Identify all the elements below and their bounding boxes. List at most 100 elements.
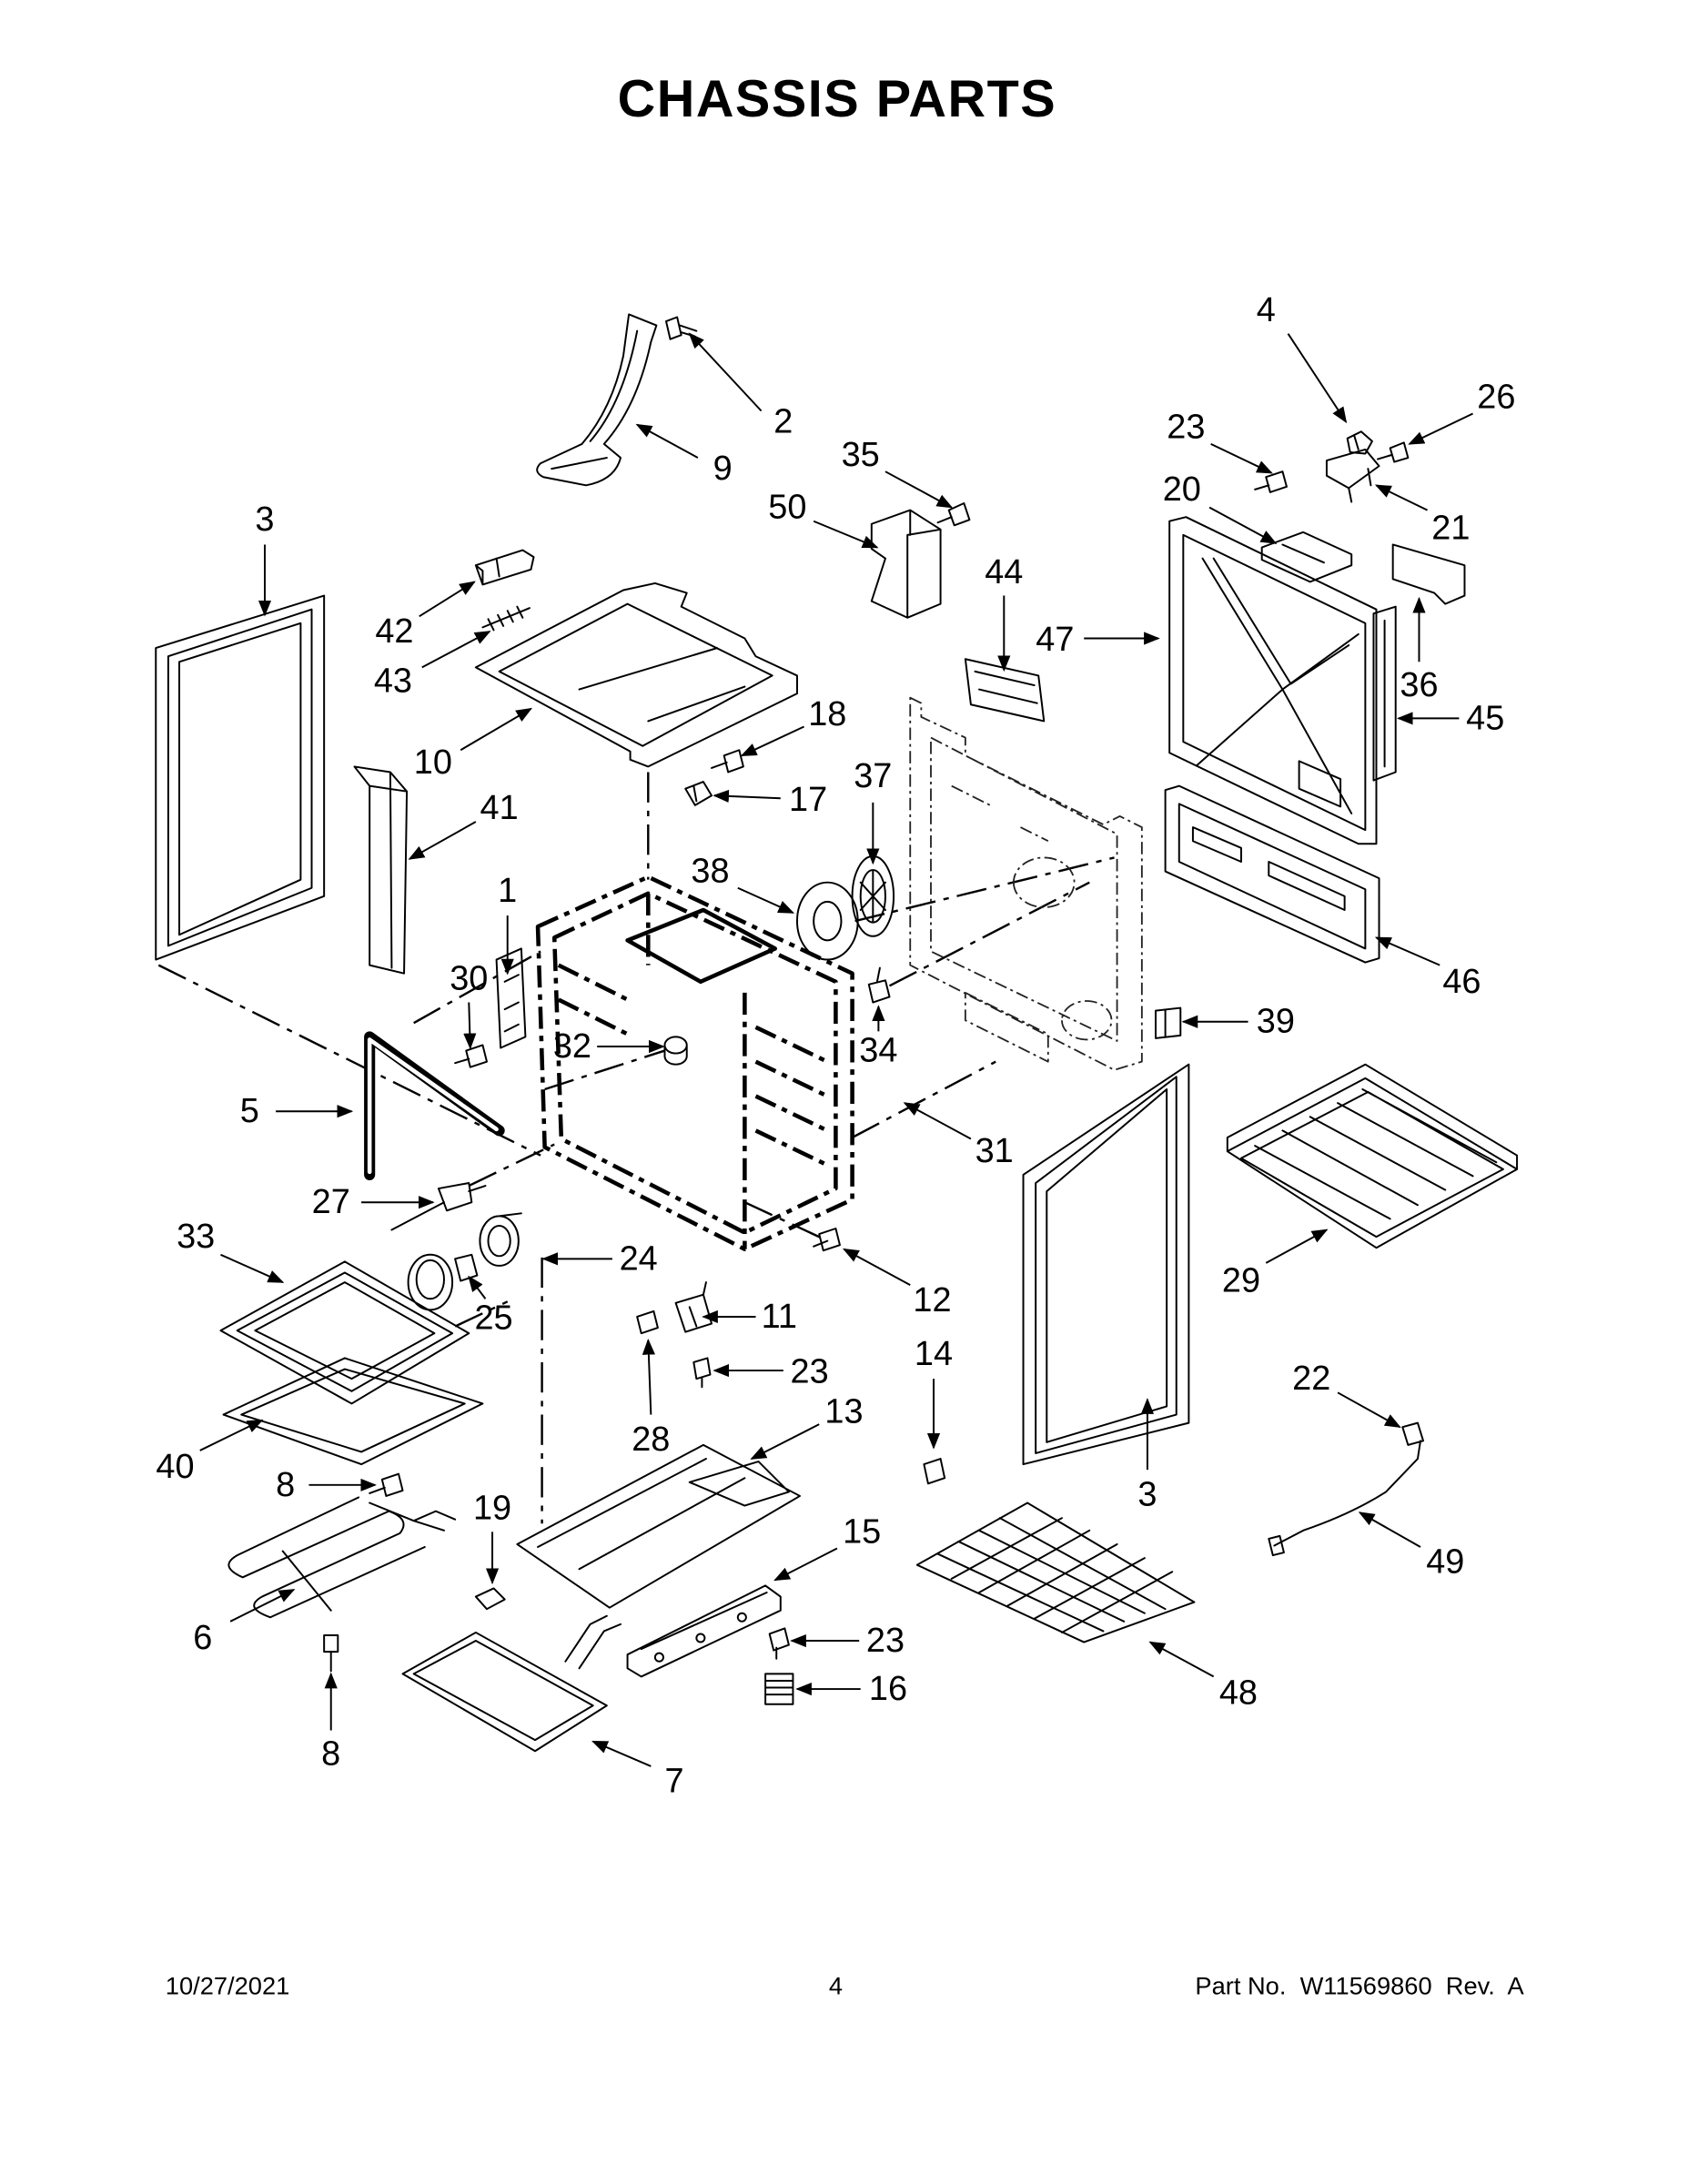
callout-20: 20	[1163, 470, 1201, 509]
leader-arrow-18	[713, 789, 781, 803]
part-3-left-side-panel	[155, 594, 326, 961]
part-14-clip	[923, 1458, 946, 1485]
leader-arrow-46	[773, 1547, 838, 1582]
callout-40: 40	[156, 1448, 194, 1486]
callout-9: 9	[713, 450, 733, 488]
part-8-screw-upper	[369, 1472, 404, 1497]
callout-48: 48	[1219, 1674, 1258, 1713]
leader-arrow-50	[1148, 1641, 1215, 1678]
rear-panel	[909, 696, 1143, 1071]
callout-4: 4	[1257, 291, 1276, 329]
cavity-back-opening	[625, 907, 777, 985]
callout-47: 47	[1036, 621, 1074, 659]
callout-23-bracket: 23	[866, 1622, 905, 1660]
part-40-pan-bottom	[222, 1357, 484, 1466]
part-43-spring	[481, 605, 531, 632]
part-41-strip	[353, 765, 409, 975]
callout-23-top: 23	[1167, 409, 1205, 447]
part-17-clip	[684, 781, 713, 806]
leader-arrow-16	[740, 725, 804, 757]
part-19-clip	[474, 1587, 506, 1611]
callout-8-upper: 8	[276, 1466, 295, 1504]
leader-arrow-7	[1208, 506, 1278, 544]
part-10-top-plate	[474, 581, 798, 768]
callout-35: 35	[842, 436, 880, 474]
callout-17: 17	[789, 781, 827, 819]
leader-arrow-10	[419, 581, 476, 618]
callout-18: 18	[808, 695, 846, 733]
callout-50: 50	[768, 489, 806, 527]
assembly-line-screw-34	[888, 881, 1090, 987]
part-48-rack	[915, 1502, 1196, 1643]
part-5-gasket-inner	[367, 1037, 499, 1175]
part-37-fan-blade	[851, 855, 895, 937]
leader-arrow-11	[421, 631, 491, 669]
callout-14: 14	[915, 1335, 953, 1373]
part-23-screw-hinge	[692, 1357, 712, 1389]
part-47-frame	[1168, 516, 1378, 845]
part-9-vent-duct	[536, 313, 658, 487]
leader-arrow-5	[1408, 412, 1474, 445]
callout-3-left: 3	[255, 500, 274, 539]
assembly-line-fan	[854, 856, 1115, 923]
callout-34: 34	[859, 1032, 897, 1070]
leader-arrow-6	[1210, 442, 1273, 474]
part-20-bracket	[1260, 531, 1353, 583]
assembly-line-cavity	[544, 1049, 665, 1091]
light-lens	[407, 1253, 454, 1311]
callout-24: 24	[620, 1239, 658, 1278]
callout-43: 43	[374, 662, 412, 700]
callout-36: 36	[1400, 666, 1438, 704]
part-32-grommet	[663, 1036, 688, 1066]
assembly-line-side-panel	[157, 964, 541, 1157]
part-7-broil-element	[401, 1614, 622, 1753]
assembly-lines	[157, 772, 1115, 1524]
part-23-screw-top	[1254, 470, 1288, 493]
leader-arrow-33	[842, 1248, 911, 1286]
callout-41: 41	[480, 789, 519, 827]
callout-16: 16	[869, 1670, 907, 1708]
part-44-plate	[964, 658, 1046, 723]
part-33-pan	[219, 1260, 470, 1405]
leader-arrow-53	[591, 1740, 652, 1767]
leader-arrow-40	[750, 1423, 820, 1460]
part-38-fan-cover	[795, 881, 859, 961]
callout-21: 21	[1431, 509, 1470, 547]
callout-37: 37	[854, 757, 892, 795]
part-1-bracket	[495, 947, 527, 1049]
part-3-right-side-panel	[1022, 1063, 1190, 1466]
part-24-light-socket	[479, 1212, 522, 1267]
parts	[155, 313, 1519, 1753]
part-36-plate	[1391, 543, 1466, 605]
footer-part-number: Part No. W11569860 Rev. A	[1195, 1971, 1524, 1999]
callout-5: 5	[240, 1092, 259, 1130]
callout-25: 25	[474, 1299, 512, 1337]
part-34-screw	[867, 966, 891, 1004]
part-13-plate	[516, 1443, 801, 1609]
callout-31: 31	[975, 1132, 1014, 1170]
part-50-bracket	[870, 509, 942, 619]
leader-arrows	[199, 332, 1474, 1767]
leader-arrow-23	[463, 1002, 477, 1050]
part-30-screw	[454, 1044, 488, 1068]
part-4-nut	[1346, 430, 1373, 455]
part-35-screw	[936, 502, 971, 527]
callout-28: 28	[632, 1421, 670, 1459]
leader-arrow-0	[688, 332, 763, 412]
footer-page-number: 4	[829, 1971, 843, 1999]
leader-arrow-31	[220, 1253, 285, 1283]
part-42-bracket	[474, 549, 535, 586]
part-8-screw-lower	[323, 1633, 339, 1673]
callout-12: 12	[913, 1281, 951, 1320]
part-11-hinge	[674, 1281, 713, 1333]
part-15-bracket	[626, 1584, 782, 1678]
callout-23-hinge: 23	[791, 1353, 829, 1391]
callout-10: 10	[414, 743, 452, 782]
leader-arrow-34	[468, 1275, 487, 1299]
callout-1: 1	[498, 872, 517, 910]
callout-2: 2	[773, 403, 793, 441]
leader-arrow-47	[1358, 1512, 1421, 1548]
callout-45: 45	[1466, 699, 1504, 737]
callout-27: 27	[312, 1183, 350, 1221]
